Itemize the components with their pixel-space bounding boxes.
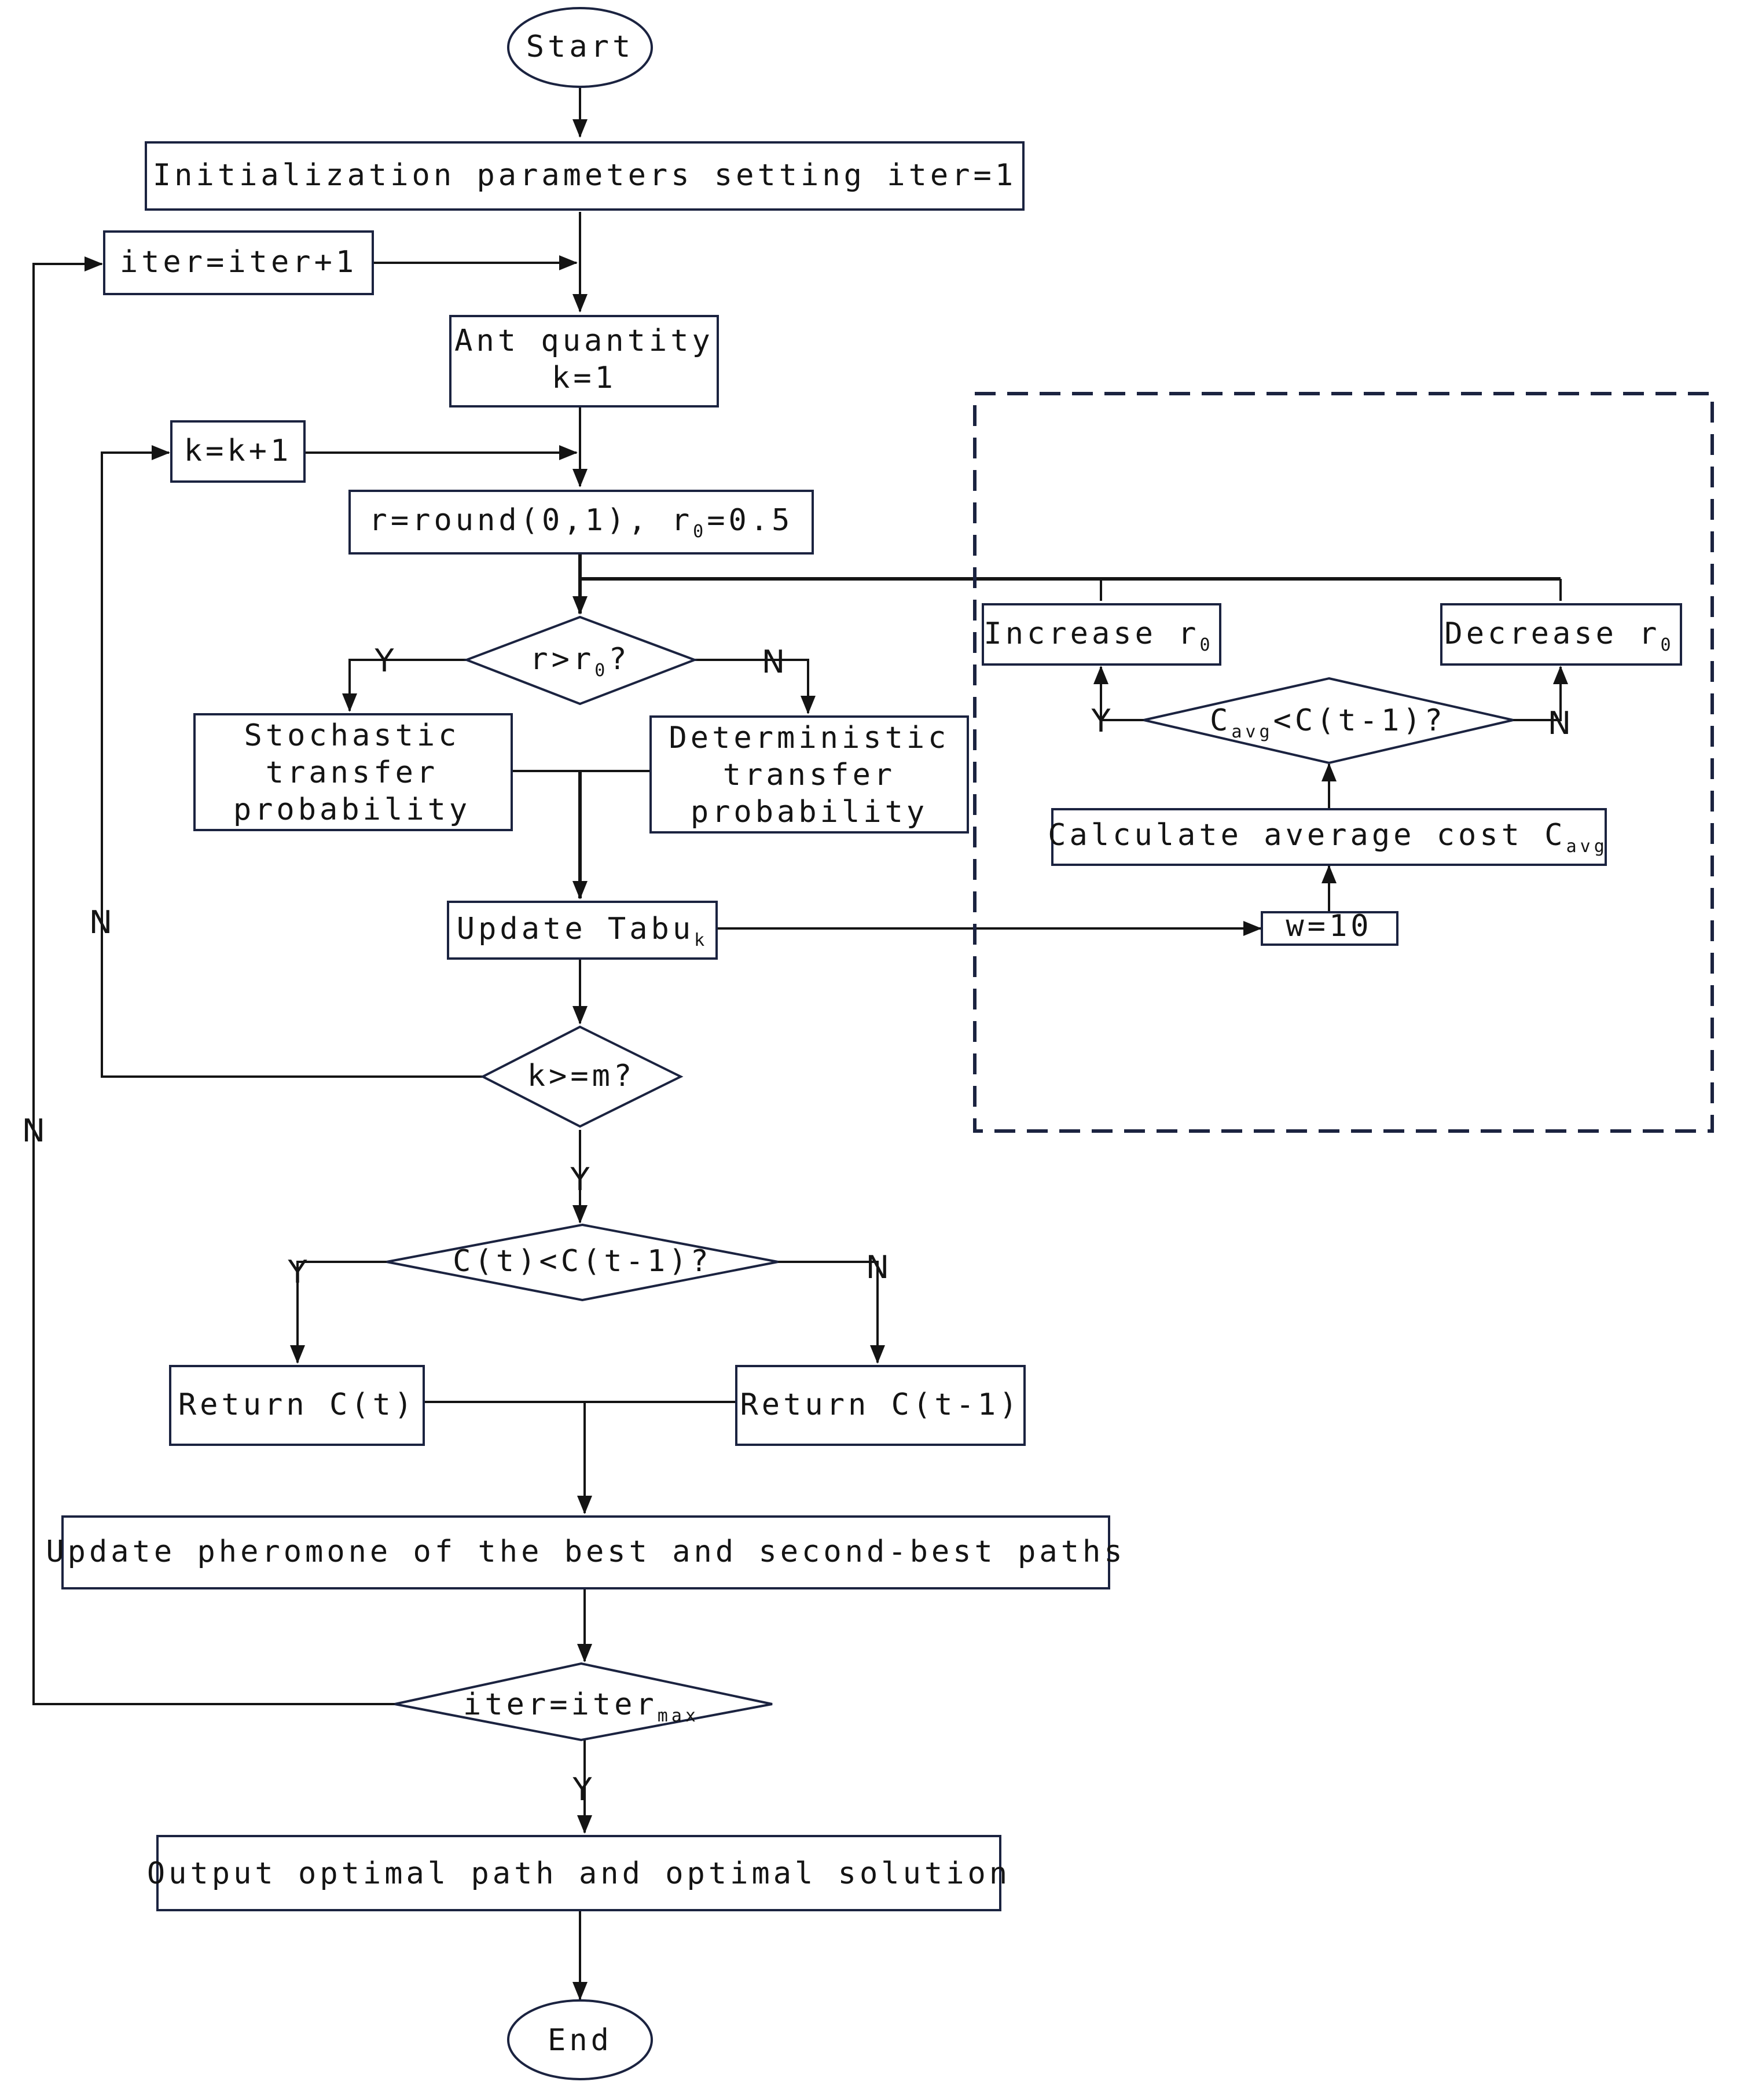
calc-average-label: Calculate average cost Cavg [1048, 818, 1608, 857]
output-node[interactable]: Output optimal path and optimal solution [147, 1835, 1011, 1911]
ct-condition-node[interactable]: C(t)<C(t-1)? [386, 1223, 779, 1302]
r-no-label: N [762, 644, 785, 680]
stochastic-node[interactable]: Stochastic transfer probability [193, 713, 513, 831]
edge-r-yes [342, 659, 467, 712]
cavg-condition-label: Cavg<C(t-1)? [1210, 703, 1446, 742]
cavg-no-label: N [1548, 705, 1571, 741]
k-increment-label: k=k+1 [184, 434, 292, 468]
update-pheromone-label: Update pheromone of the best and second-… [46, 1534, 1125, 1569]
stochastic-label-1: Stochastic [244, 718, 460, 753]
r-condition-label: r>r0? [530, 642, 630, 681]
init-label: Initialization parameters setting iter=1 [153, 158, 1016, 193]
deterministic-label-3: probability [691, 795, 928, 829]
k-yes-label: Y [570, 1161, 590, 1198]
update-tabu-label: Update Tabuk [457, 912, 708, 950]
w10-node[interactable]: w=10 [1261, 909, 1398, 946]
edge-cavg-no [1513, 666, 1568, 721]
iter-increment-node[interactable]: iter=iter+1 [103, 230, 374, 295]
output-label: Output optimal path and optimal solution [147, 1856, 1011, 1891]
update-tabu-node[interactable]: Update Tabuk [447, 901, 718, 960]
deterministic-node[interactable]: Deterministic transfer probability [649, 715, 969, 834]
deterministic-label-1: Deterministic [669, 721, 950, 755]
ct-no-label: N [866, 1249, 889, 1286]
init-node[interactable]: Initialization parameters setting iter=1 [145, 141, 1025, 211]
cavg-yes-label: Y [1091, 703, 1111, 739]
iter-yes-label: Y [572, 1771, 593, 1808]
ant-quantity-node[interactable]: Ant quantity k=1 [449, 315, 719, 407]
k-condition-node[interactable]: k>=m? [480, 1025, 684, 1128]
adaptive-parameter-region [973, 392, 1714, 1133]
stochastic-label-3: probability [233, 792, 471, 827]
decrease-r0-node[interactable]: Decrease r0 [1440, 603, 1682, 666]
iter-increment-label: iter=iter+1 [120, 245, 357, 280]
edge-ct-yes [290, 1261, 387, 1364]
return-ct1-label: Return C(t-1) [740, 1387, 1021, 1422]
update-pheromone-node[interactable]: Update pheromone of the best and second-… [46, 1515, 1125, 1589]
start-label: Start [526, 30, 634, 64]
return-ct-node[interactable]: Return C(t) [169, 1365, 425, 1446]
iter-condition-node[interactable]: iter=itermax [394, 1662, 773, 1742]
decrease-r0-label: Decrease r0 [1444, 616, 1674, 655]
increase-r0-label: Increase r0 [983, 616, 1213, 655]
calc-average-node[interactable]: Calculate average cost Cavg [1048, 808, 1608, 866]
edge-ct-no [778, 1261, 885, 1364]
deterministic-label-2: transfer [723, 758, 895, 792]
r-condition-node[interactable]: r>r0? [463, 615, 698, 706]
ant-quantity-label-1: Ant quantity [454, 324, 714, 358]
return-ct1-node[interactable]: Return C(t-1) [735, 1365, 1026, 1446]
r-yes-label: Y [375, 643, 395, 679]
return-ct-label: Return C(t) [178, 1387, 416, 1422]
iter-no-label: N [22, 1113, 45, 1149]
iter-condition-label: iter=itermax [463, 1687, 699, 1726]
k-increment-node[interactable]: k=k+1 [170, 420, 306, 483]
k-no-label: N [89, 904, 112, 941]
edge-r-no [695, 659, 816, 714]
ct-yes-label: Y [288, 1254, 308, 1290]
stochastic-label-2: transfer [266, 755, 438, 790]
start-node[interactable]: Start [507, 7, 653, 88]
k-condition-label: k>=m? [527, 1059, 636, 1093]
cavg-condition-node[interactable]: Cavg<C(t-1)? [1143, 677, 1514, 765]
end-node[interactable]: End [507, 1999, 653, 2080]
w10-label: w=10 [1286, 909, 1372, 943]
connectors [32, 88, 1568, 2000]
r-round-label: r=round(0,1), r0=0.5 [369, 503, 794, 542]
ant-quantity-label-2: k=1 [552, 361, 616, 395]
increase-r0-node[interactable]: Increase r0 [982, 603, 1221, 666]
r-round-node[interactable]: r=round(0,1), r0=0.5 [348, 490, 814, 555]
edge-iter-no [32, 256, 395, 1705]
edge-cavg-yes [1093, 666, 1144, 721]
ct-condition-label: C(t)<C(t-1)? [453, 1244, 712, 1279]
end-label: End [548, 2023, 612, 2058]
edge-k-no [101, 445, 483, 1078]
